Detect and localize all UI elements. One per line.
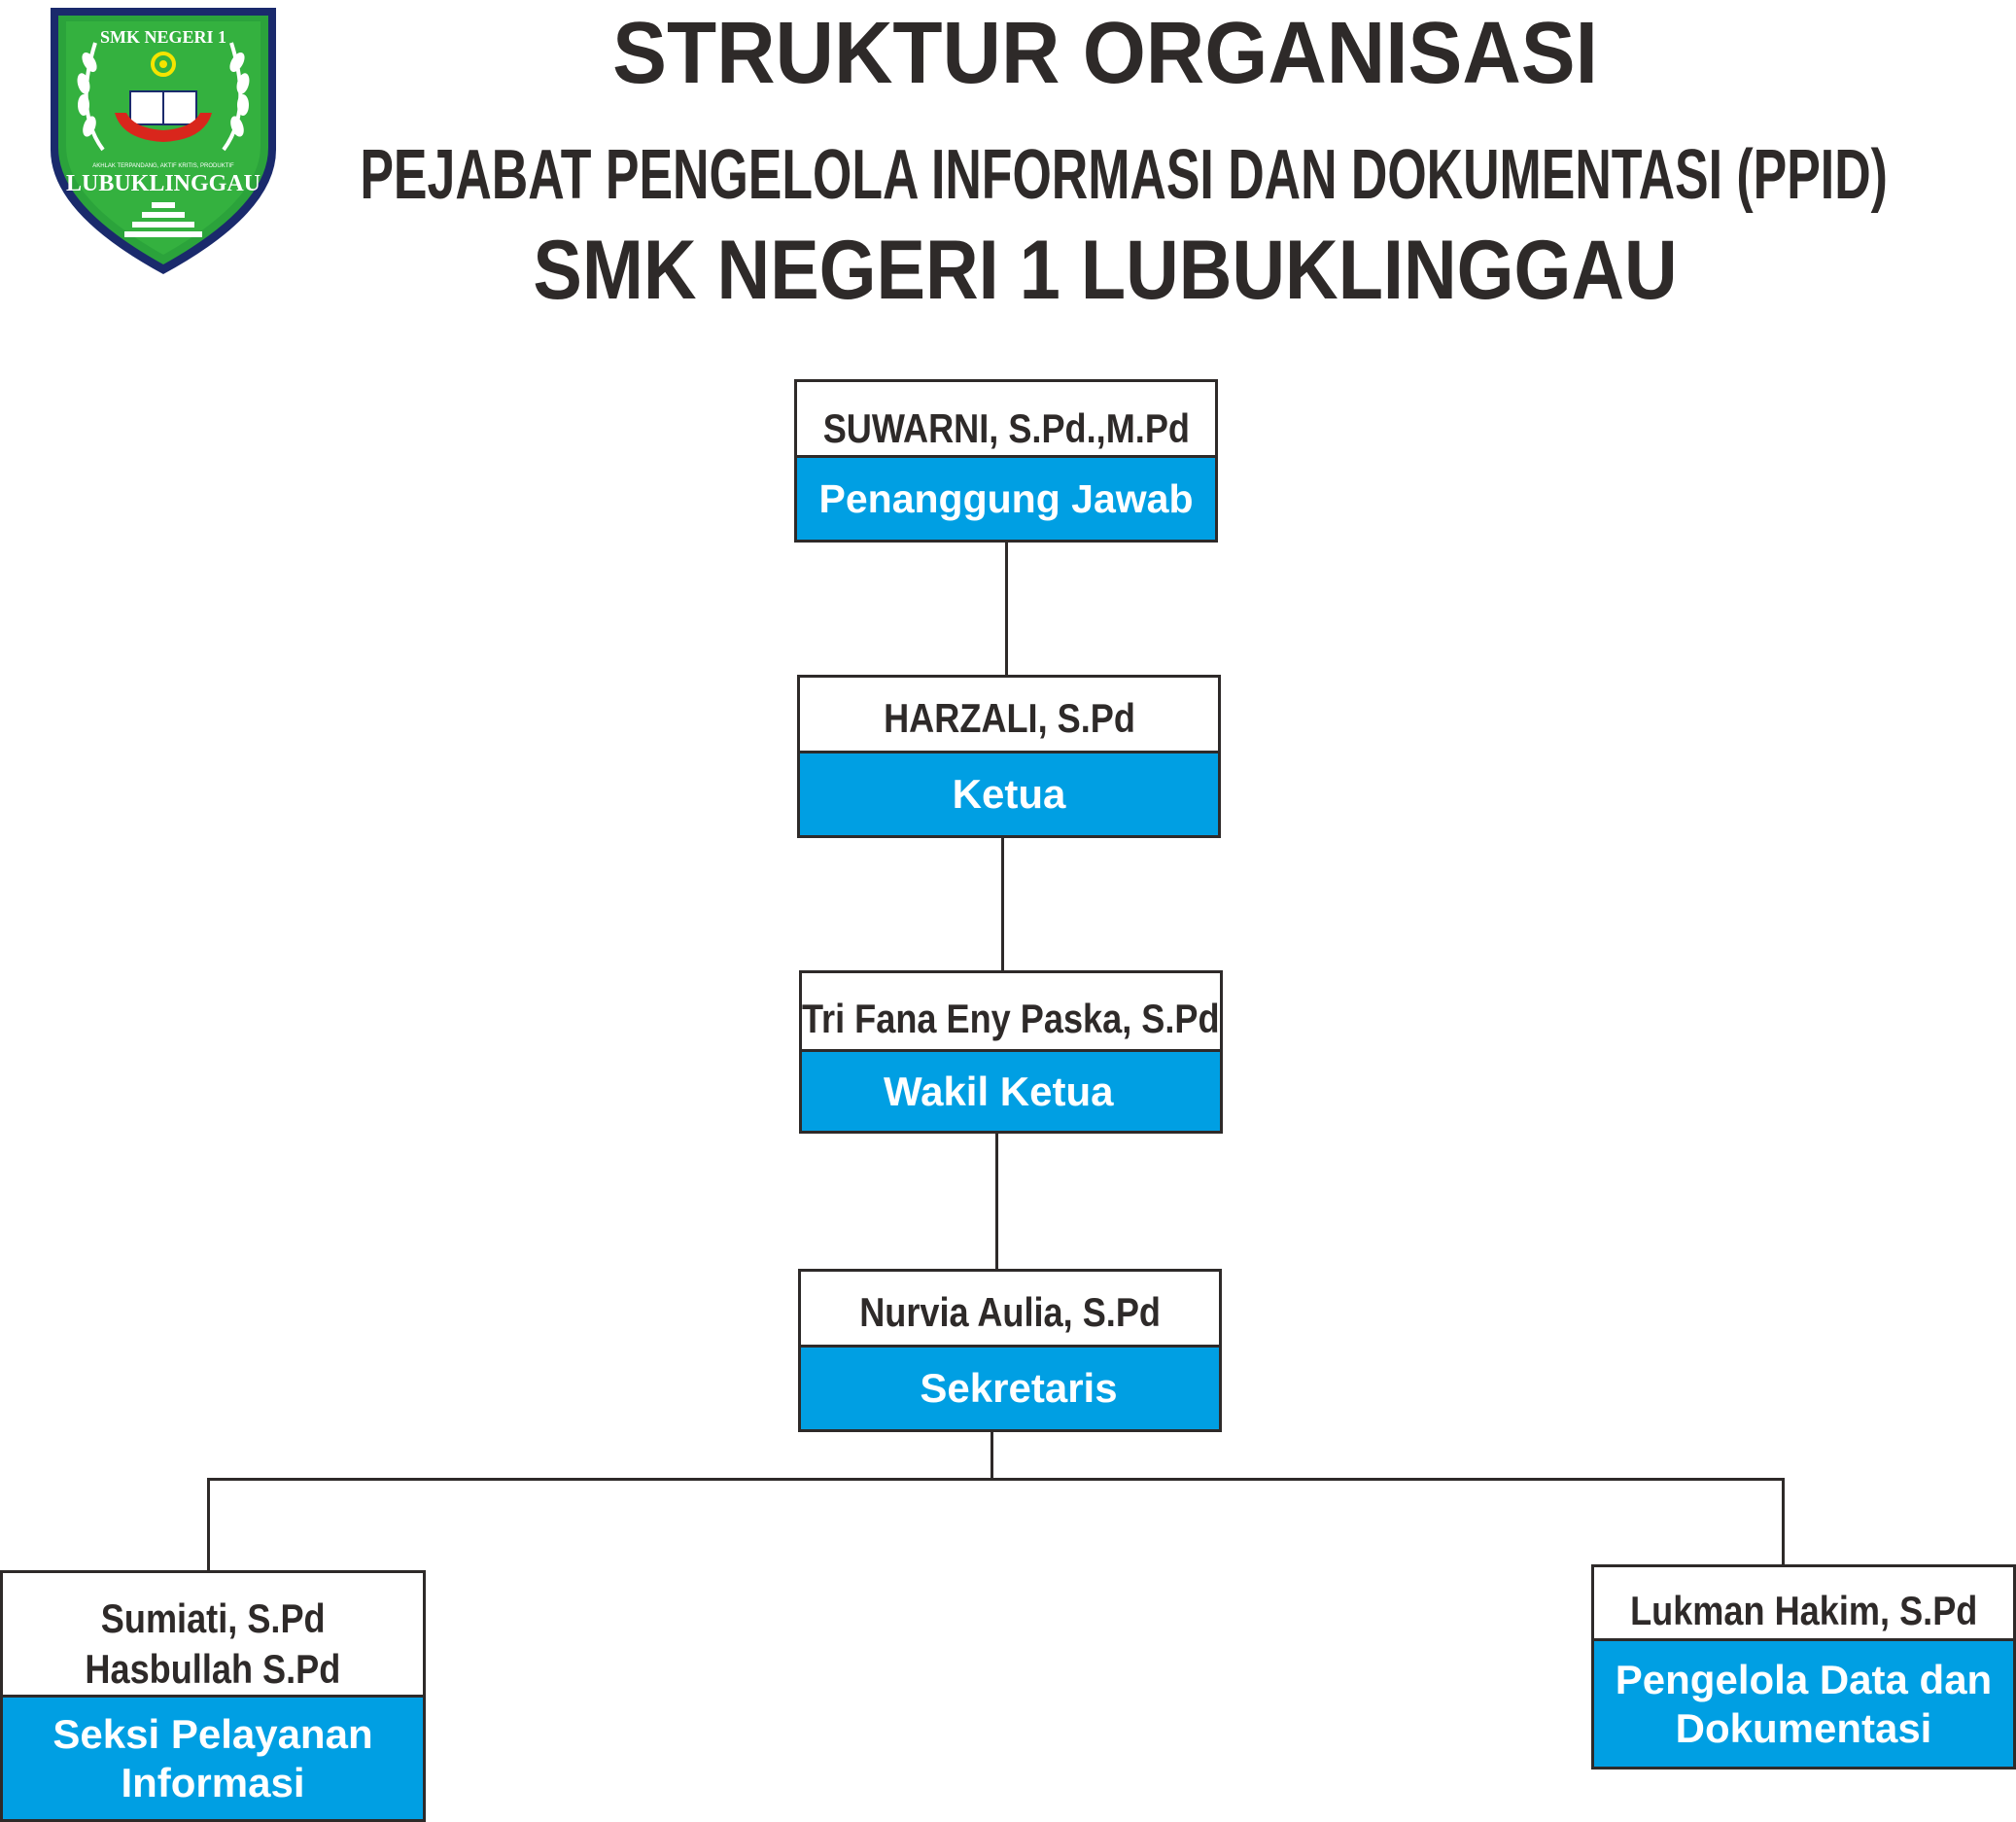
- role-label: Penanggung Jawab: [818, 475, 1194, 521]
- role-label-line1: Seksi Pelayanan: [52, 1710, 373, 1757]
- connector-line: [1782, 1478, 1785, 1565]
- role-label: Wakil Ketua: [884, 1068, 1114, 1114]
- logo-top-text: SMK NEGERI 1: [100, 27, 226, 47]
- connector-line: [1001, 838, 1004, 971]
- connector-line: [207, 1478, 210, 1571]
- connector-line: [991, 1431, 993, 1480]
- person-name: Tri Fana Eny Paska, S.Pd: [802, 996, 1220, 1041]
- school-logo: SMK NEGERI 1 AKHLAK TERPANDANG, AKTIF KR…: [51, 8, 276, 274]
- page-title: STRUKTUR ORGANISASI: [612, 5, 1598, 102]
- person-name: Lukman Hakim, S.Pd: [1629, 1588, 1978, 1633]
- org-box-seksi-pelayanan: Sumiati, S.Pd Hasbullah S.Pd Seksi Pelay…: [0, 1570, 426, 1822]
- person-name-line1: Sumiati, S.Pd: [100, 1595, 326, 1641]
- person-name: Nurvia Aulia, S.Pd: [859, 1289, 1161, 1335]
- logo-bottom-text: LUBUKLINGGAU: [66, 171, 261, 196]
- org-box-pengelola-data: Lukman Hakim, S.Pd Pengelola Data dan Do…: [1591, 1564, 2016, 1769]
- org-box-penanggung-jawab: SUWARNI, S.Pd.,M.Pd Penanggung Jawab: [794, 379, 1218, 543]
- person-name: HARZALI, S.Pd: [883, 695, 1135, 741]
- person-name: SUWARNI, S.Pd.,M.Pd: [822, 405, 1190, 451]
- connector-line: [1005, 543, 1008, 676]
- role-label-line1: Pengelola Data dan: [1615, 1656, 1993, 1702]
- school-name-title: SMK NEGERI 1 LUBUKLINGGAU: [533, 224, 1678, 317]
- page-subtitle: PEJABAT PENGELOLA INFORMASI DAN DOKUMENT…: [360, 136, 1888, 214]
- role-label-line2: Dokumentasi: [1675, 1704, 1932, 1751]
- logo-motto: AKHLAK TERPANDANG, AKTIF KRITIS, PRODUKT…: [92, 163, 234, 169]
- role-label: Sekretaris: [920, 1365, 1118, 1411]
- connector-line: [995, 1134, 998, 1270]
- role-label-line2: Informasi: [121, 1759, 305, 1805]
- role-label: Ketua: [952, 771, 1066, 817]
- org-box-sekretaris: Nurvia Aulia, S.Pd Sekretaris: [798, 1269, 1222, 1432]
- connector-line: [207, 1478, 1785, 1481]
- org-box-wakil-ketua: Tri Fana Eny Paska, S.Pd Wakil Ketua: [799, 970, 1223, 1134]
- org-box-ketua: HARZALI, S.Pd Ketua: [797, 675, 1221, 838]
- person-name-line2: Hasbullah S.Pd: [85, 1646, 341, 1692]
